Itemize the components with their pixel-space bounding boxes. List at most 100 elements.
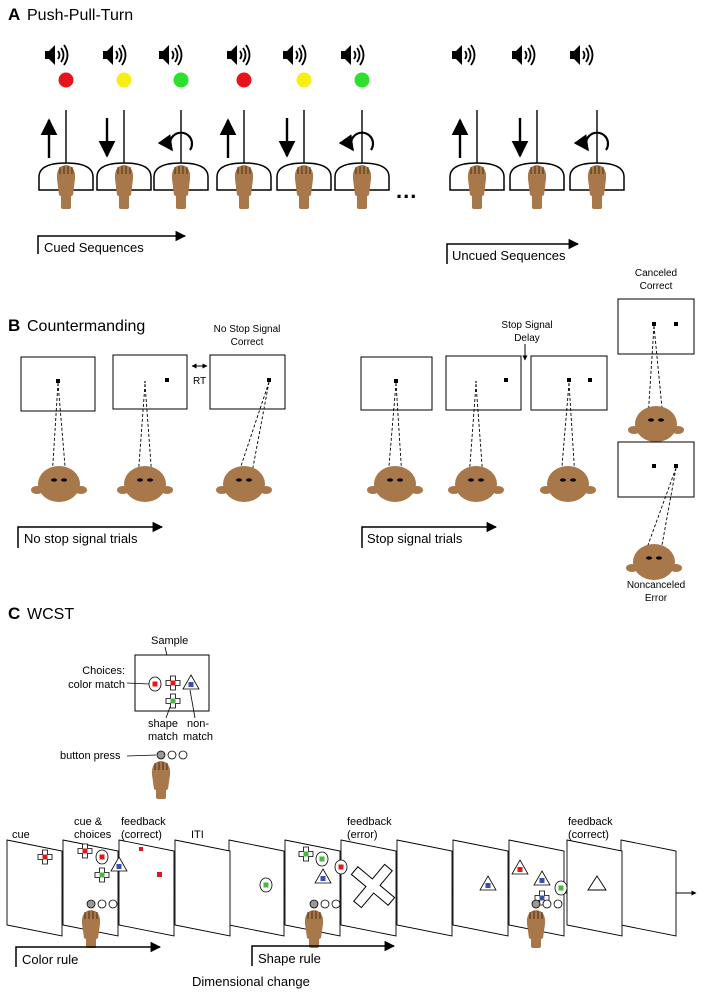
timeline-feedback-error-line2: (error) <box>347 829 378 841</box>
stimulus-screen <box>209 354 286 410</box>
hand-icon <box>151 760 171 800</box>
gaze-line <box>236 381 270 479</box>
choices-label-line2: color match <box>68 679 125 691</box>
noncanceled-line1: Noncanceled <box>627 580 685 591</box>
stimulus-screen <box>112 354 188 410</box>
joystick <box>449 109 505 210</box>
uncued-sequence-arrow <box>446 238 580 264</box>
fixation-point <box>652 464 656 468</box>
timeline-cue-choices-line2: choices <box>74 829 112 841</box>
timeline-screen <box>396 839 453 937</box>
hand-icon <box>81 909 101 949</box>
feedback-red-square <box>157 872 162 877</box>
stimulus-screen <box>617 298 695 355</box>
cued-sequences-label: Cued Sequences <box>44 240 144 255</box>
joystick <box>276 109 332 210</box>
monkey-icon <box>540 466 596 502</box>
joystick <box>334 109 390 210</box>
manipulanda <box>38 109 625 210</box>
signal-dot <box>354 72 370 88</box>
gaze-line <box>468 383 484 479</box>
speaker-icons <box>44 44 594 66</box>
timeline-screen <box>174 839 231 937</box>
target <box>165 378 169 382</box>
fixation-point <box>56 379 60 383</box>
shape-match-line1: shape <box>148 718 178 730</box>
fixation-point <box>144 381 146 383</box>
joystick <box>569 109 625 210</box>
timeline-screen <box>62 839 119 937</box>
joystick <box>509 109 565 210</box>
timeline-screen <box>6 839 63 937</box>
joystick <box>38 109 94 210</box>
turn-arrow-icon <box>338 131 375 152</box>
gaze-line <box>647 325 664 419</box>
color-rule-label: Color rule <box>22 952 78 967</box>
panel-b-title: Countermanding <box>27 318 145 335</box>
button-pointer <box>126 754 157 757</box>
timeline-screen <box>620 839 677 937</box>
noncanceled-line2: Error <box>645 593 668 604</box>
monkey-icon <box>117 466 173 502</box>
timeline-feedback-correct-2-line2: (correct) <box>568 829 609 841</box>
fixation-point <box>394 379 398 383</box>
color-rule-arrow <box>15 941 162 967</box>
stop-signal-delay-line2: Delay <box>514 333 540 344</box>
choices-label-line1: Choices: <box>82 665 125 677</box>
speaker-icon <box>44 44 69 66</box>
no-stop-signal-correct-line2: Correct <box>231 337 264 348</box>
monkey-icon <box>626 544 682 580</box>
speaker-icon <box>569 44 594 66</box>
signal-dot <box>236 72 252 88</box>
speaker-icon <box>511 44 536 66</box>
signal-dot <box>116 72 132 88</box>
panel-a-letter: A <box>8 5 20 24</box>
cued-sequence-arrow <box>37 230 187 254</box>
timeline-iti-label: ITI <box>191 829 204 841</box>
timeline-screens <box>6 839 677 937</box>
panel-c-title: WCST <box>27 606 74 623</box>
stimulus-screen <box>617 441 695 498</box>
panel-b-letter: B <box>8 316 20 335</box>
shape-match-line2: match <box>148 731 178 743</box>
panel-a: A Push-Pull-Turn <box>8 5 625 264</box>
turn-arrow-icon <box>573 131 610 152</box>
fixation-point <box>567 378 571 382</box>
stop-trials-arrow <box>361 521 498 548</box>
speaker-icon <box>451 44 476 66</box>
timeline-feedback-error-line1: feedback <box>347 816 392 828</box>
color-signals <box>58 72 370 88</box>
gaze-line <box>51 382 67 479</box>
choice-stimulus <box>554 880 568 896</box>
feedback-red-square <box>139 847 143 851</box>
gaze-line <box>137 383 153 479</box>
canceled-line1: Canceled <box>635 268 677 279</box>
timeline-screen <box>228 839 285 937</box>
joystick <box>96 109 152 210</box>
choice-stimulus <box>334 859 348 875</box>
cue-stimulus <box>259 877 273 893</box>
choice-stimulus <box>315 851 329 867</box>
response-buttons <box>156 750 188 760</box>
timeline-screen <box>118 839 175 937</box>
stimulus-screen <box>360 356 433 411</box>
button-press-label: button press <box>60 750 121 762</box>
panel-a-title: Push-Pull-Turn <box>27 7 133 24</box>
target <box>267 378 271 382</box>
non-match-line1: non- <box>187 718 209 730</box>
monkey-icon <box>216 466 272 502</box>
joystick <box>153 109 209 210</box>
shape-rule-arrow <box>251 940 396 966</box>
signal-dot <box>58 72 74 88</box>
movement-arrows <box>40 118 610 158</box>
speaker-icon <box>282 44 307 66</box>
signal-dot <box>296 72 312 88</box>
target <box>674 322 678 326</box>
monkey-icon <box>448 466 504 502</box>
signal-dot <box>173 72 189 88</box>
sample-label: Sample <box>151 635 188 647</box>
panel-c-letter: C <box>8 604 20 623</box>
joystick <box>216 109 272 210</box>
choice-color-match <box>148 676 162 692</box>
